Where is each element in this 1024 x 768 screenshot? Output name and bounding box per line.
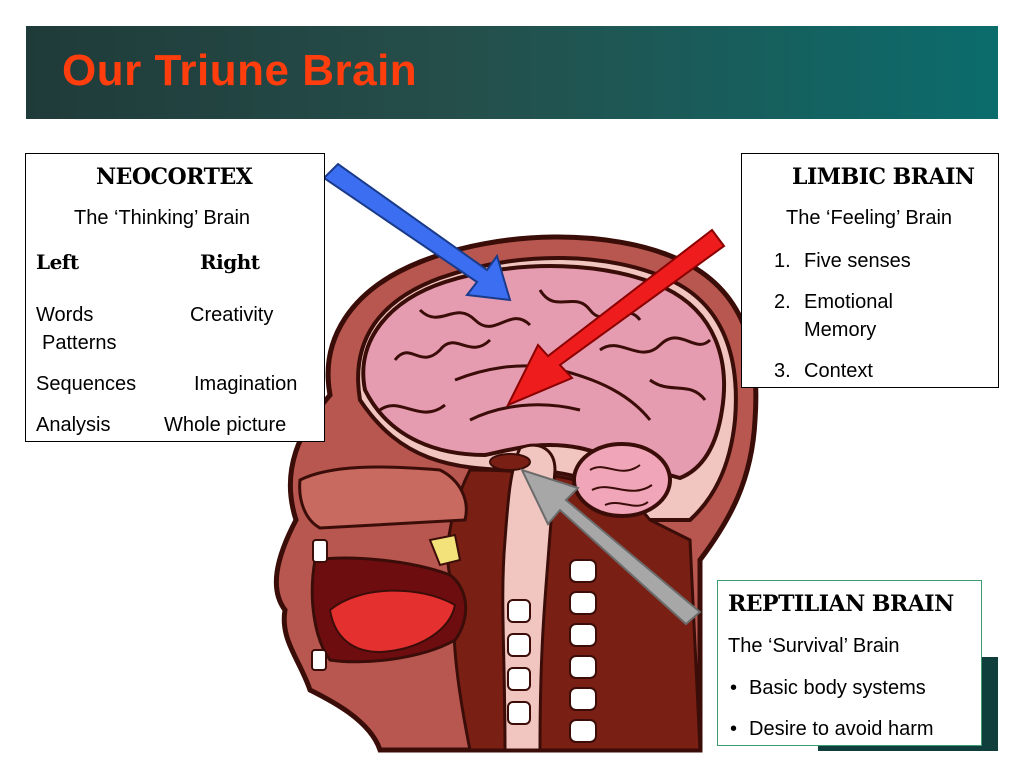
limbic-heading: LIMBIC BRAIN	[792, 164, 975, 190]
neocortex-left-heading: Left	[36, 250, 79, 274]
teeth	[311, 539, 328, 671]
neocortex-right-item: Creativity	[190, 304, 274, 326]
neocortex-right-item: Whole picture	[164, 414, 287, 436]
limbic-box: LIMBIC BRAIN The ‘Feeling’ Brain 1. Five…	[741, 153, 999, 388]
arrow-reptilian	[520, 468, 702, 626]
neocortex-left-item: Words	[36, 304, 94, 326]
brain-folds	[379, 289, 712, 422]
limbic-item-number: 1.	[774, 250, 791, 272]
neocortex-left-item: Analysis	[36, 414, 111, 436]
limbic-item-text: Context	[804, 360, 873, 382]
neocortex-box: NEOCORTEX The ‘Thinking’ Brain Left Righ…	[25, 153, 325, 442]
bullet-icon: •	[730, 718, 738, 740]
reptilian-box: REPTILIAN BRAIN The ‘Survival’ Brain • B…	[717, 580, 982, 746]
arrow-neocortex	[322, 162, 512, 302]
neocortex-right-heading: Right	[200, 250, 260, 274]
neocortex-subtitle: The ‘Thinking’ Brain	[74, 207, 251, 229]
neocortex-left-item: Patterns	[42, 332, 117, 354]
arrow-limbic	[505, 228, 726, 407]
title-bar: Our Triune Brain	[26, 26, 998, 119]
neocortex-right-item: Imagination	[194, 373, 298, 395]
limbic-subtitle: The ‘Feeling’ Brain	[786, 207, 953, 229]
limbic-item-text: Emotional	[804, 291, 893, 313]
gland	[428, 533, 462, 567]
reptilian-subtitle: The ‘Survival’ Brain	[728, 635, 900, 657]
nose-cavity	[298, 465, 468, 530]
tongue	[328, 589, 457, 654]
limbic-item-number: 3.	[774, 360, 791, 382]
cerebellum	[572, 442, 672, 518]
reptilian-heading: REPTILIAN BRAIN	[728, 591, 954, 617]
reptilian-bullet: Basic body systems	[749, 677, 926, 699]
neocortex-left-item: Sequences	[36, 373, 137, 395]
limbic-item-text: Five senses	[804, 250, 911, 272]
slide-title: Our Triune Brain	[62, 46, 418, 95]
bullet-icon: •	[730, 677, 738, 699]
reptilian-bullet: Desire to avoid harm	[749, 718, 934, 740]
pituitary	[489, 453, 531, 471]
limbic-item-number: 2.	[774, 291, 791, 313]
cerebellum-folds	[589, 464, 653, 507]
vertebrae	[507, 559, 597, 743]
neocortex-heading: NEOCORTEX	[96, 164, 253, 190]
limbic-item-text: Memory	[804, 319, 877, 341]
